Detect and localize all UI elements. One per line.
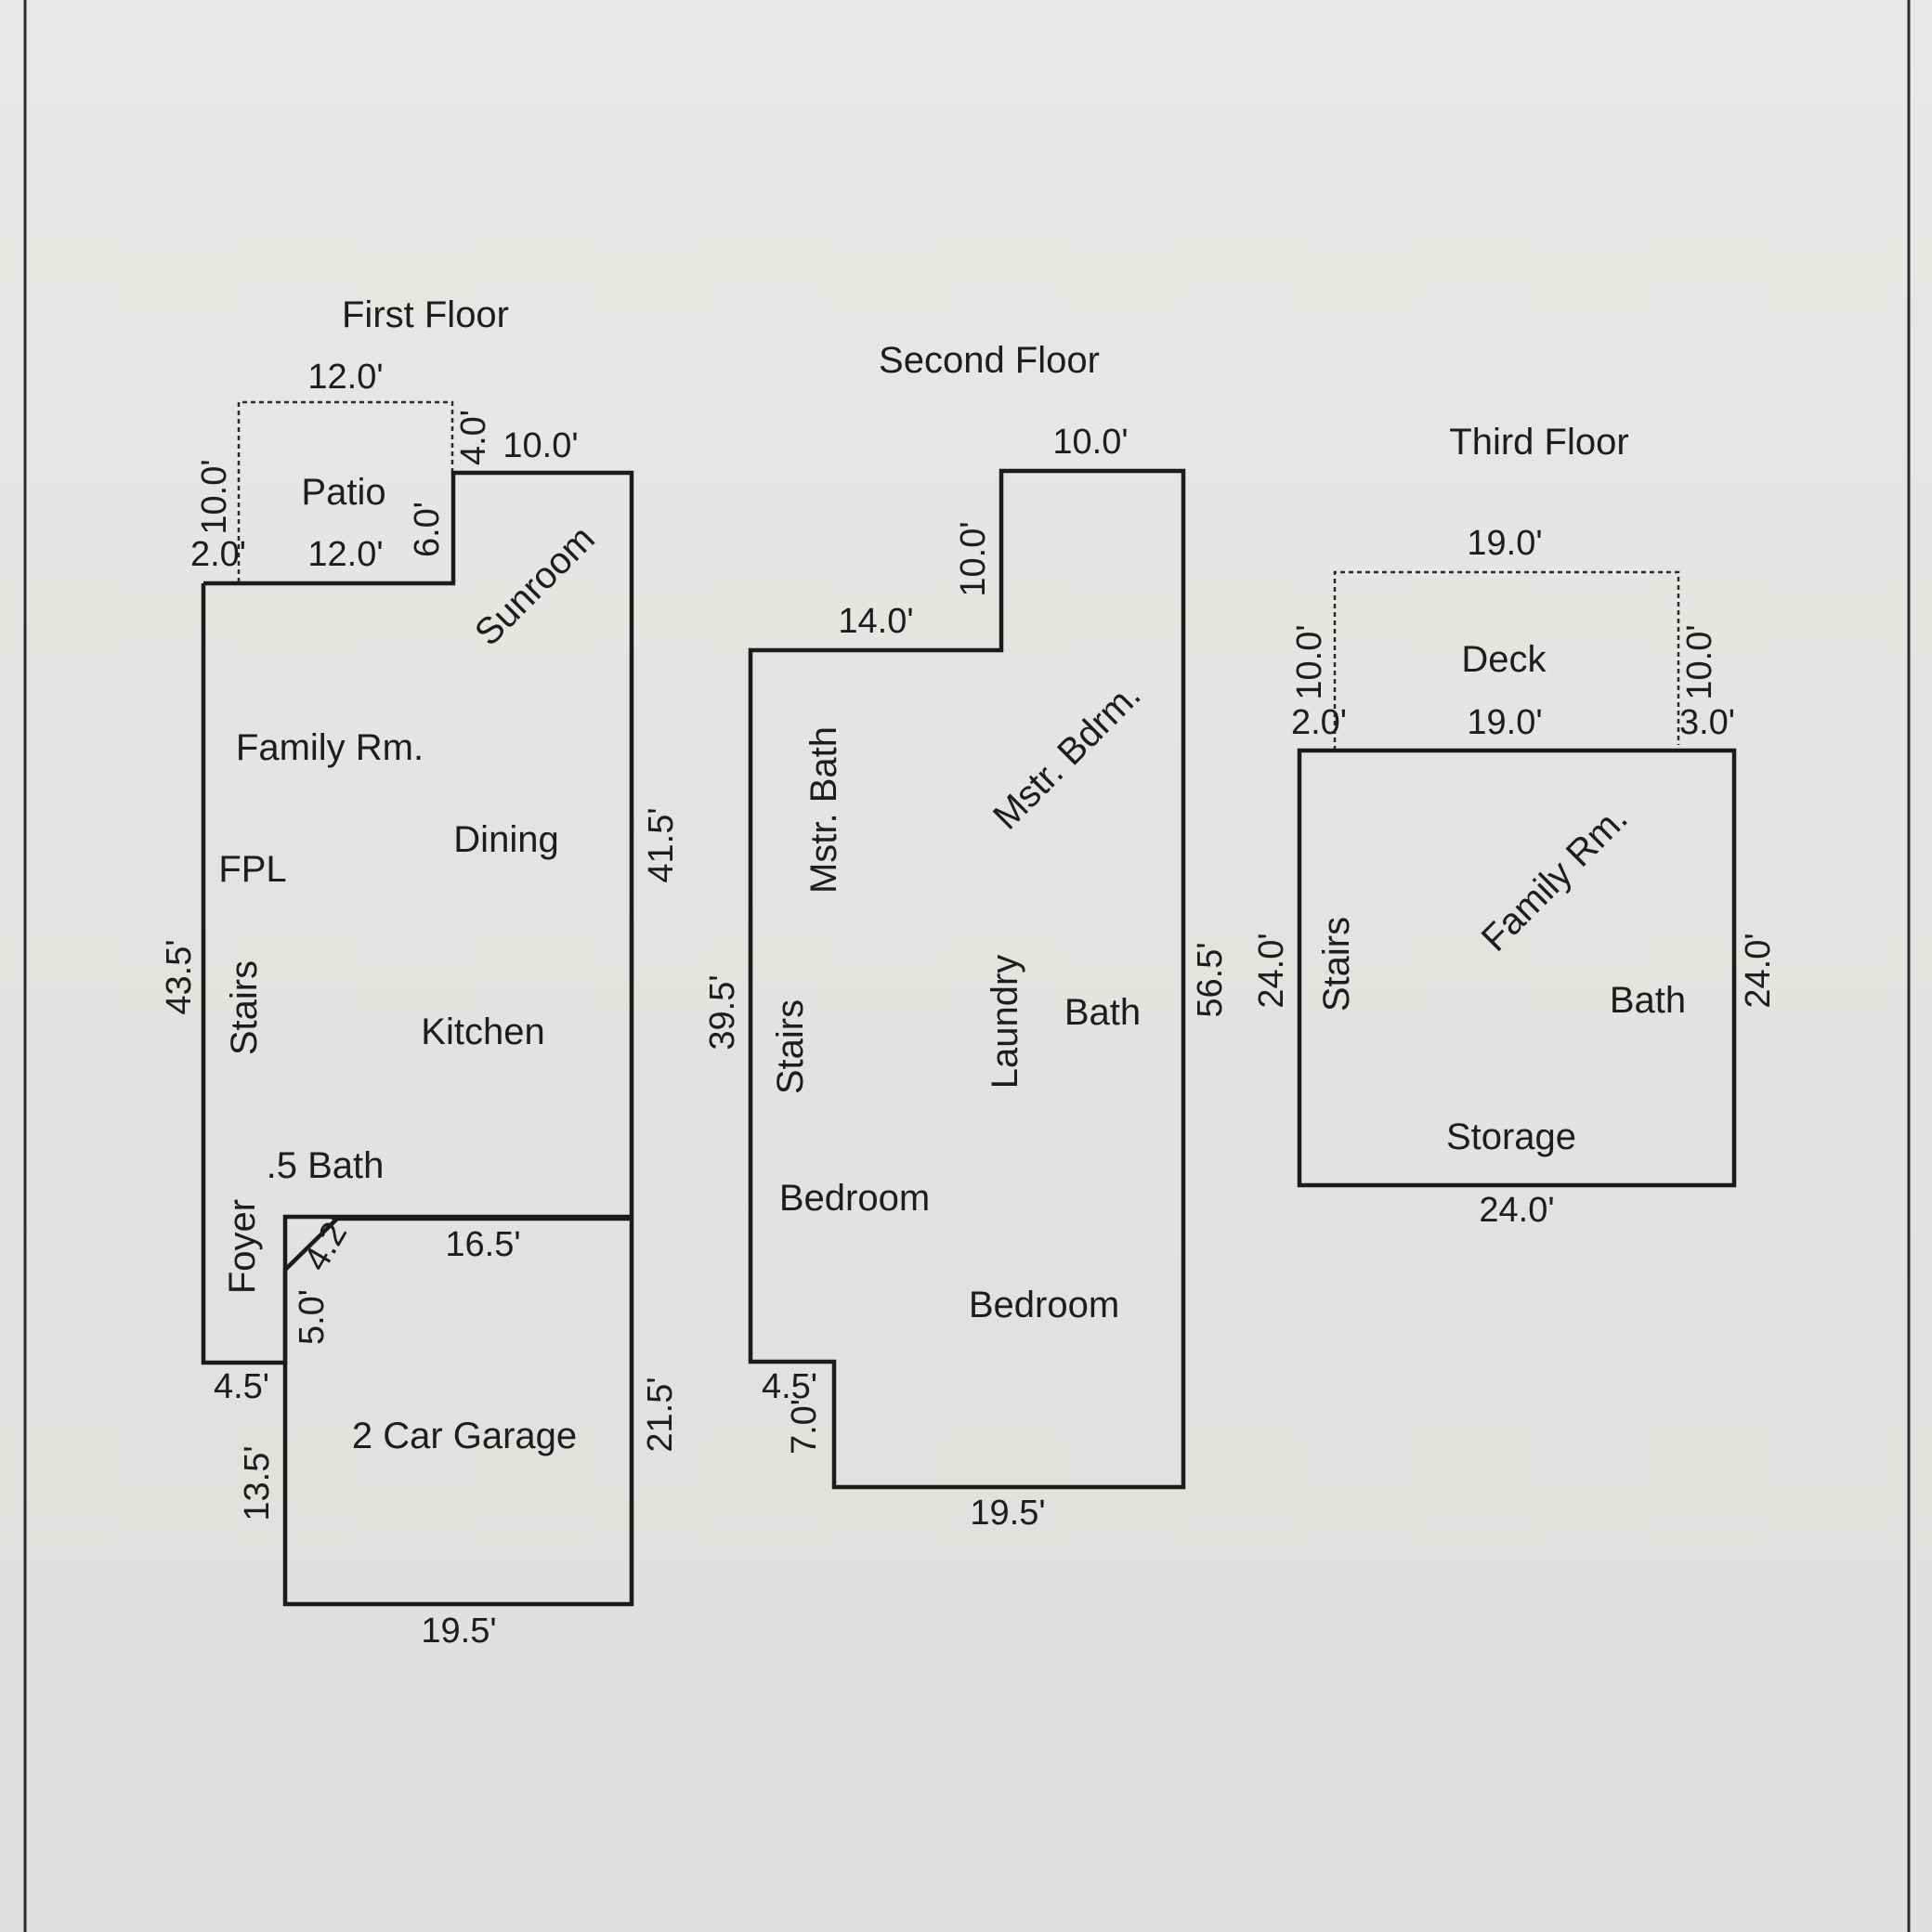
third-bath-label: Bath bbox=[1610, 980, 1686, 1021]
dim-step-bottom: 4.5' bbox=[214, 1367, 269, 1406]
master-bath-label: Mstr. Bath bbox=[803, 726, 844, 894]
dim-deck-left: 10.0' bbox=[1290, 624, 1329, 699]
dim-patio-bottom: 12.0' bbox=[307, 535, 383, 574]
second-floor-walls bbox=[748, 468, 1186, 1490]
dim-patio-right-upper: 4.0' bbox=[454, 410, 493, 465]
patio-outline bbox=[237, 400, 454, 582]
dim-patio-left-small: 2.0' bbox=[190, 535, 246, 574]
dim-deck-top: 19.0' bbox=[1467, 524, 1542, 563]
dim-deck-right: 10.0' bbox=[1680, 624, 1719, 699]
dim-third-right: 24.0' bbox=[1739, 933, 1778, 1008]
family-room-label: Family Rm. bbox=[236, 727, 424, 768]
dim-first-left: 43.5' bbox=[160, 939, 199, 1014]
third-stairs-label: Stairs bbox=[1316, 917, 1357, 1012]
dim-garage-right: 21.5' bbox=[641, 1377, 680, 1452]
dim-second-step-vertical: 10.0' bbox=[954, 521, 993, 596]
third-floor-title: Third Floor bbox=[1449, 422, 1628, 463]
storage-label: Storage bbox=[1446, 1116, 1576, 1157]
second-floor-title: Second Floor bbox=[879, 340, 1100, 381]
second-floor-plan: Second Floor Mstr. Bath Mstr. Bdrm. Stai… bbox=[703, 340, 1230, 1533]
first-floor-foyer-walls bbox=[201, 583, 632, 1365]
patio-label: Patio bbox=[301, 472, 385, 513]
master-bedroom-label: Mstr. Bdrm. bbox=[986, 674, 1149, 838]
dim-garage-bottom: 19.5' bbox=[421, 1612, 496, 1651]
dim-sunroom-top: 10.0' bbox=[503, 426, 578, 465]
dim-patio-top: 12.0' bbox=[307, 358, 383, 397]
first-floor-title: First Floor bbox=[342, 294, 509, 335]
second-stairs-label: Stairs bbox=[770, 999, 811, 1094]
garage-label: 2 Car Garage bbox=[352, 1416, 577, 1456]
third-family-room-label: Family Rm. bbox=[1474, 798, 1636, 959]
sunroom-label: Sunroom bbox=[467, 518, 603, 654]
dim-garage-inner: 5.0' bbox=[293, 1289, 332, 1345]
dim-patio-left: 10.0' bbox=[195, 459, 234, 534]
first-stairs-label: Stairs bbox=[224, 960, 265, 1055]
dim-second-right: 56.5' bbox=[1191, 942, 1230, 1017]
bedroom-2-label: Bedroom bbox=[969, 1285, 1119, 1325]
dim-deck-right-small: 3.0' bbox=[1679, 703, 1735, 742]
first-floor-plan: First Floor Patio Sunroom Family Rm. Din… bbox=[160, 294, 681, 1651]
dim-second-top: 10.0' bbox=[1052, 423, 1128, 462]
dim-deck-bottom: 19.0' bbox=[1467, 703, 1542, 742]
fireplace-label: FPL bbox=[218, 849, 286, 890]
kitchen-label: Kitchen bbox=[421, 1012, 544, 1052]
dim-second-notch-horizontal: 4.5' bbox=[762, 1367, 817, 1406]
dim-first-right: 41.5' bbox=[642, 807, 681, 882]
dim-deck-left-small: 2.0' bbox=[1291, 703, 1347, 742]
deck-label: Deck bbox=[1461, 639, 1547, 680]
dim-second-bottom: 19.5' bbox=[970, 1494, 1045, 1533]
third-floor-walls bbox=[1297, 748, 1737, 1188]
second-bath-label: Bath bbox=[1064, 992, 1141, 1033]
dim-third-left: 24.0' bbox=[1252, 933, 1291, 1008]
dim-patio-right-lower: 6.0' bbox=[408, 502, 447, 557]
dim-second-step-horizontal: 14.0' bbox=[838, 602, 913, 641]
third-floor-plan: Third Floor Deck Stairs Family Rm. Bath … bbox=[1252, 422, 1778, 1230]
dim-garage-left: 13.5' bbox=[238, 1445, 277, 1521]
dining-label: Dining bbox=[453, 819, 558, 860]
foyer-label: Foyer bbox=[222, 1199, 263, 1294]
half-bath-label: .5 Bath bbox=[267, 1145, 385, 1186]
laundry-label: Laundry bbox=[985, 955, 1025, 1090]
dim-second-notch-vertical: 7.0' bbox=[785, 1399, 824, 1455]
dim-second-left: 39.5' bbox=[703, 974, 742, 1050]
dim-third-bottom: 24.0' bbox=[1479, 1191, 1554, 1230]
dim-garage-top: 16.5' bbox=[445, 1225, 520, 1264]
bedroom-1-label: Bedroom bbox=[779, 1178, 930, 1219]
